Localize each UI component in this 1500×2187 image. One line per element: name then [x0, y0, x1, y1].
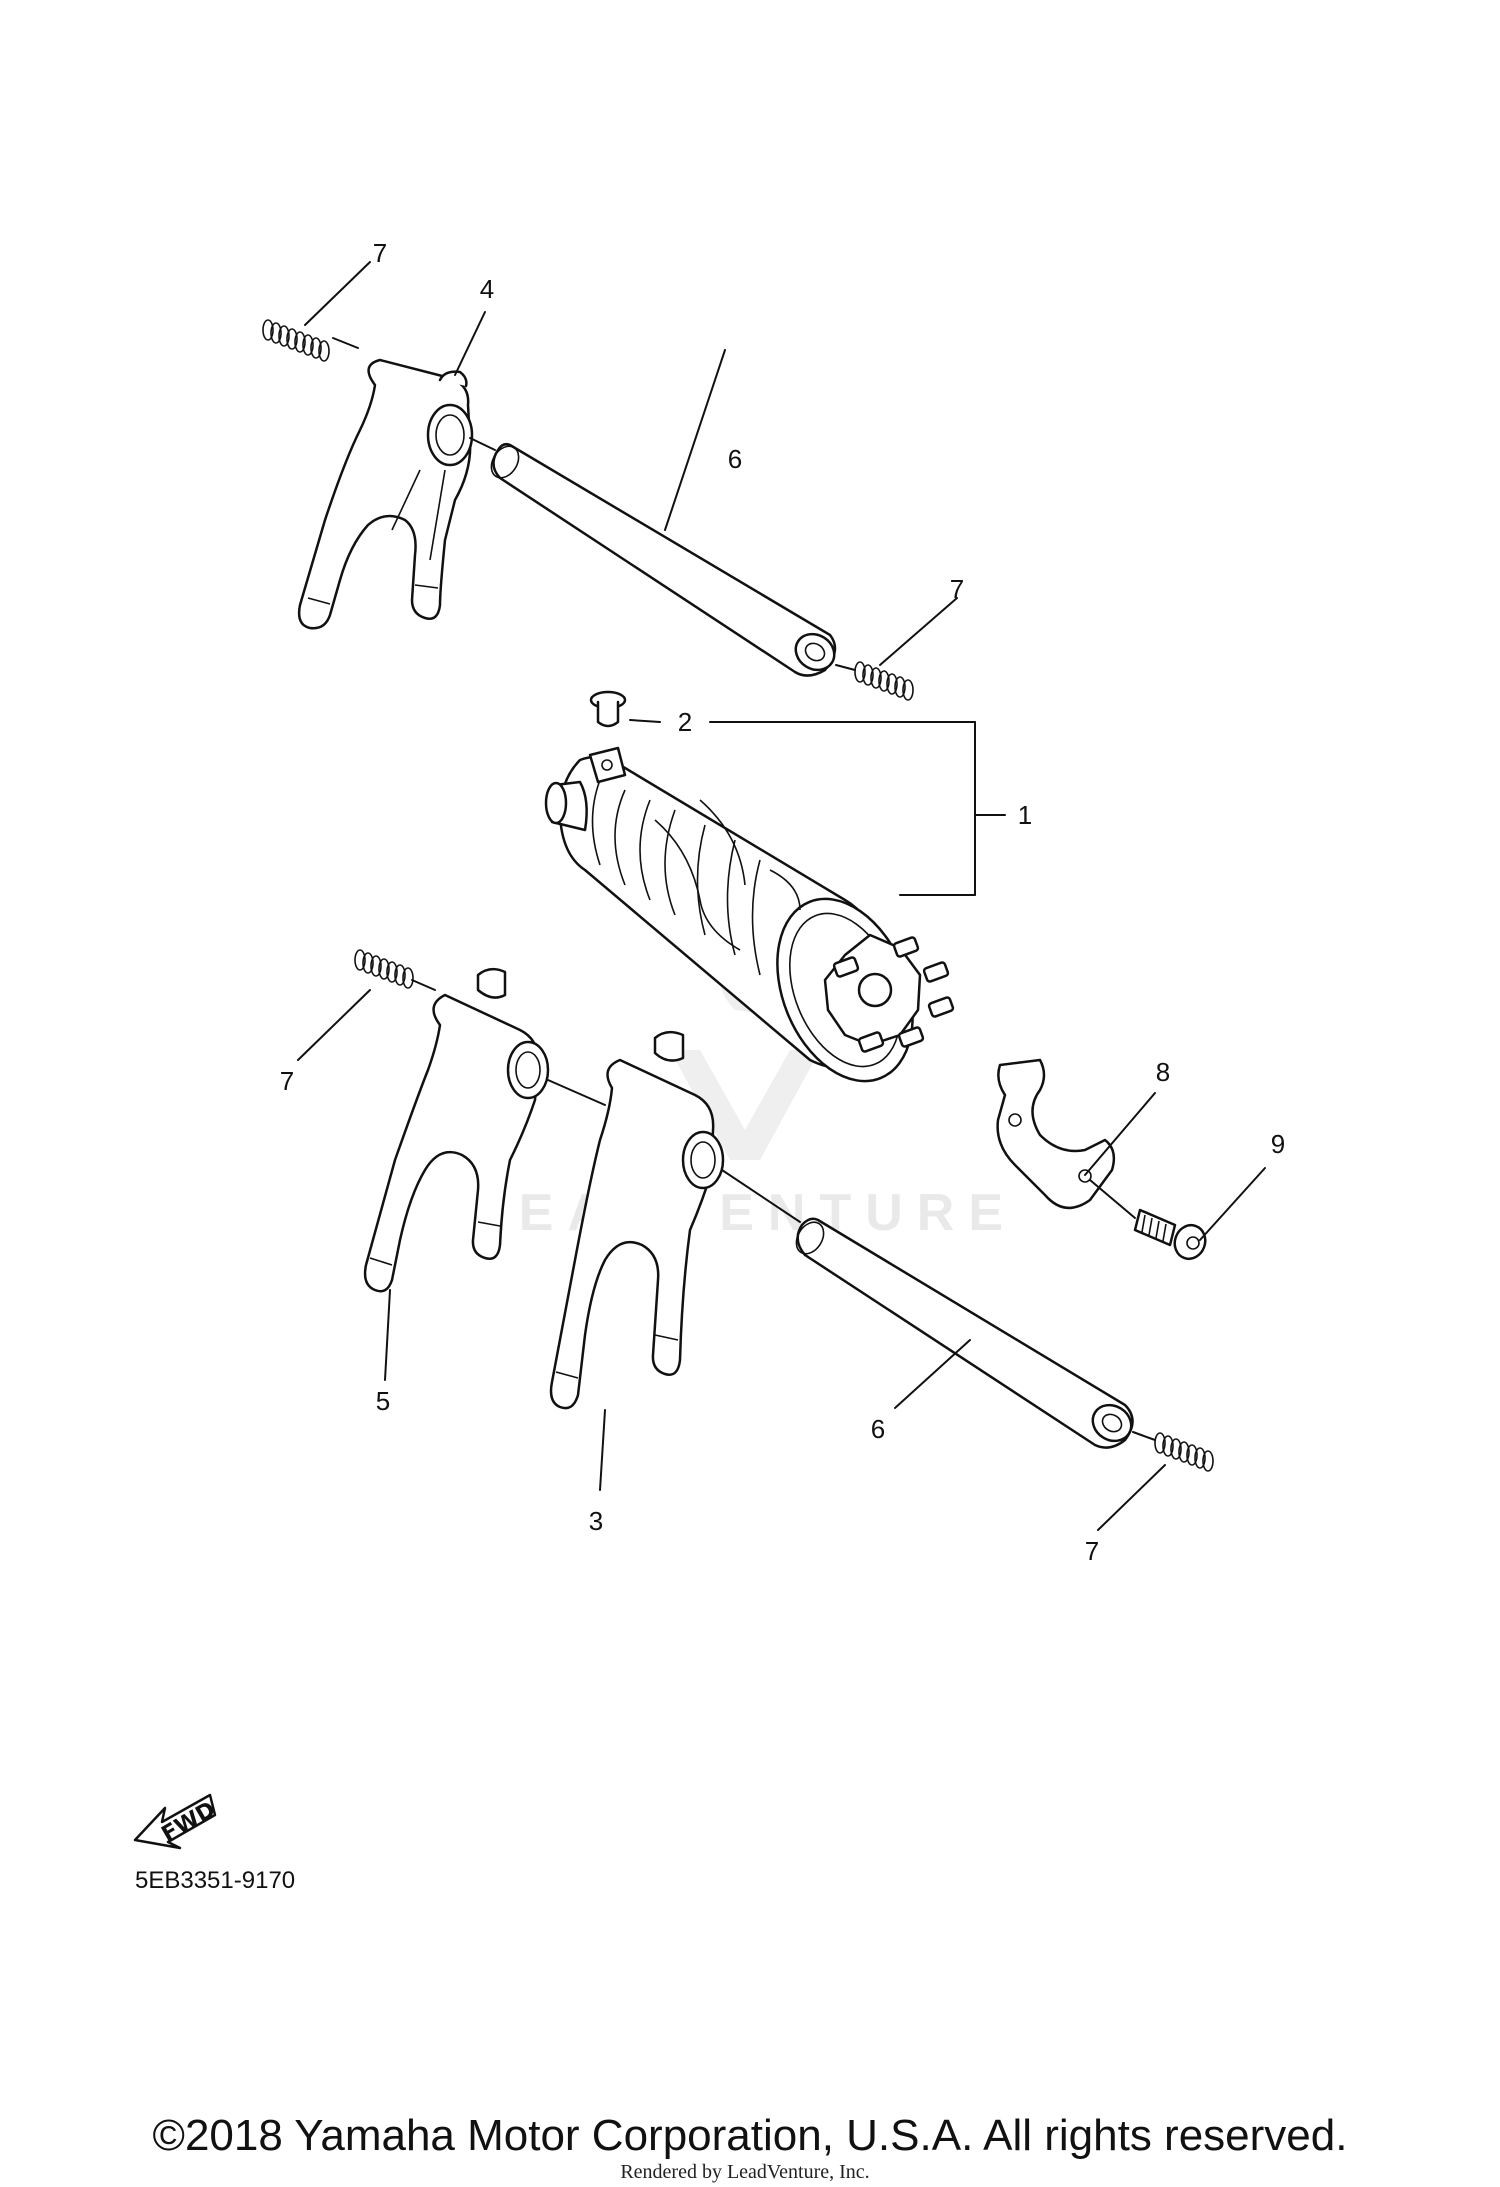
callout-8: 8	[1156, 1057, 1170, 1087]
callout-7-upper-left: 7	[373, 238, 387, 268]
spring-upper-right[interactable]	[854, 661, 914, 701]
shift-drum-assembly[interactable]	[544, 746, 955, 1101]
callout-labels: 7 4 6 7 2 1 7 8 9 5 6 3 7	[280, 238, 1285, 1566]
shift-fork-shaft-lower[interactable]	[791, 1217, 1138, 1449]
rendered-by-credit: Rendered by LeadVenture, Inc.	[620, 2161, 869, 2183]
fwd-arrow-icon: FWD	[133, 1793, 220, 1850]
spring-upper-left[interactable]	[262, 319, 330, 362]
shift-fork-lower-middle[interactable]	[549, 1030, 725, 1410]
fwd-label: FWD	[158, 1797, 220, 1847]
leadventure-watermark: LEADVENTURE	[473, 925, 1017, 1242]
callout-6-lower: 6	[871, 1414, 885, 1444]
shift-fork-shaft-upper[interactable]	[486, 441, 841, 677]
drum-pin[interactable]	[589, 690, 627, 728]
watermark-text: LEADVENTURE	[473, 1184, 1017, 1242]
callout-7-lower-left: 7	[280, 1066, 294, 1096]
spring-lower-left[interactable]	[354, 949, 414, 989]
diagram-code: 5EB3351-9170	[135, 1867, 295, 1894]
copyright-notice: ©2018 Yamaha Motor Corporation, U.S.A. A…	[153, 2111, 1348, 2160]
callout-4: 4	[480, 274, 494, 304]
callout-6-upper: 6	[728, 444, 742, 474]
callout-7-upper-right: 7	[950, 574, 964, 604]
callout-1: 1	[1018, 800, 1032, 830]
callout-3: 3	[589, 1506, 603, 1536]
callout-2: 2	[678, 707, 692, 737]
leader-lines	[297, 261, 1266, 1531]
callout-5: 5	[376, 1386, 390, 1416]
shift-fork-upper[interactable]	[297, 358, 474, 630]
callout-7-lower-right: 7	[1085, 1536, 1099, 1566]
bolt[interactable]	[1133, 1208, 1210, 1263]
spring-lower-right[interactable]	[1154, 1432, 1214, 1472]
stopper-plate[interactable]	[996, 1058, 1116, 1209]
callout-9: 9	[1271, 1129, 1285, 1159]
shift-fork-lower-left[interactable]	[363, 967, 550, 1293]
